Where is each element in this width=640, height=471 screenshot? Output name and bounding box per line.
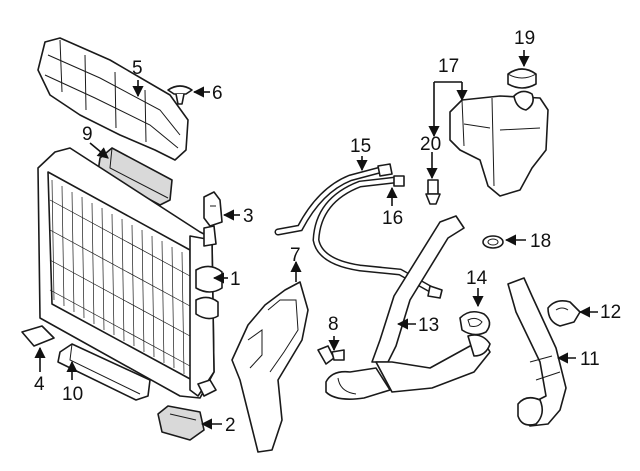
callout-18: 18 <box>530 231 551 252</box>
callout-2: 2 <box>225 415 236 436</box>
part-5-air-duct <box>37 37 189 161</box>
callout-3: 3 <box>243 206 254 227</box>
callout-11: 11 <box>580 349 600 370</box>
callout-5: 5 <box>132 58 143 79</box>
callout-labels: 1 2 3 4 5 6 7 8 9 10 11 12 13 14 15 16 1… <box>34 28 621 436</box>
part-15-overflow-hose <box>274 163 393 236</box>
part-3-bracket <box>203 191 223 227</box>
callout-6: 6 <box>212 83 223 104</box>
part-18-o-ring <box>482 235 504 249</box>
part-20-bleed-screw <box>425 179 441 205</box>
part-7-deflector-panel <box>231 281 309 453</box>
callout-13: 13 <box>418 315 439 336</box>
callout-16: 16 <box>382 208 403 229</box>
callout-15: 15 <box>350 136 371 157</box>
part-12-clamp <box>547 300 581 327</box>
part-16-vent-hose <box>312 175 443 299</box>
part-4-mount-bracket <box>21 325 55 347</box>
part-19-tank-cap <box>507 68 537 89</box>
callout-9: 9 <box>82 124 93 145</box>
callout-7: 7 <box>290 245 301 266</box>
part-8-temperature-sensor <box>317 345 345 365</box>
callout-4: 4 <box>34 374 45 395</box>
part-2-mount <box>157 405 205 441</box>
callout-10: 10 <box>62 384 83 405</box>
part-11-lower-hose <box>507 277 567 427</box>
part-14-hose-clamp <box>459 310 491 336</box>
part-10-air-guide <box>57 343 151 401</box>
callout-17: 17 <box>438 56 459 77</box>
callout-20: 20 <box>420 134 441 155</box>
part-6-push-clip <box>167 85 193 105</box>
callout-1: 1 <box>230 269 241 290</box>
leader-lines <box>34 50 598 430</box>
callout-12: 12 <box>600 302 621 323</box>
part-13-upper-hose <box>325 215 491 400</box>
part-1-radiator <box>37 147 223 399</box>
callout-14: 14 <box>466 268 488 289</box>
part-17-expansion-tank <box>449 90 549 197</box>
callout-19: 19 <box>514 28 535 49</box>
callout-8: 8 <box>328 314 339 335</box>
